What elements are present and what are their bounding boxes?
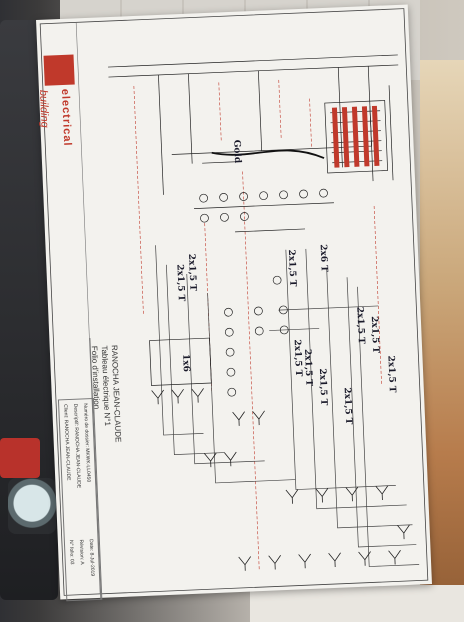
- handwritten-note: 2x1,5 T: [385, 355, 397, 393]
- red-object: [0, 438, 40, 478]
- wiring-diagram-sheet: electrical building RANOCHA JEAN-CLAUDE …: [36, 4, 432, 602]
- handwritten-note: 2x1,5 T: [302, 348, 314, 387]
- title-line-1: RANOCHA JEAN-CLAUDE: [109, 344, 123, 443]
- handwritten-note: 2x1,5 T: [354, 306, 366, 345]
- radiator: [250, 585, 464, 622]
- logo-mark: [43, 54, 75, 86]
- handwritten-note: 2x1,5 T: [285, 249, 298, 287]
- handwritten-note: 2x1,5 T: [174, 264, 186, 302]
- info-folio: N° folio: 03: [67, 539, 75, 565]
- handwritten-note: 2x1,5 T: [341, 387, 354, 425]
- logo-sub: building: [36, 89, 51, 128]
- handwritten-note: 2x1,5 T: [185, 253, 198, 292]
- handwritten-note: 2x1,5 T: [316, 368, 329, 406]
- handwritten-note: Gold: [231, 139, 243, 164]
- logo-brand: electrical: [58, 88, 74, 147]
- handwritten-note: 2x1,5 T: [368, 315, 381, 354]
- handwritten-note: 2x6 T: [317, 244, 329, 273]
- info-revision: Révision: A: [77, 539, 85, 565]
- handwritten-note: 1x6: [180, 353, 191, 373]
- info-date: Date: 8-Jul-2019: [87, 539, 96, 577]
- schematic-drawing: [39, 8, 429, 596]
- round-jar: [8, 478, 56, 534]
- company-logo: electrical building: [37, 54, 78, 152]
